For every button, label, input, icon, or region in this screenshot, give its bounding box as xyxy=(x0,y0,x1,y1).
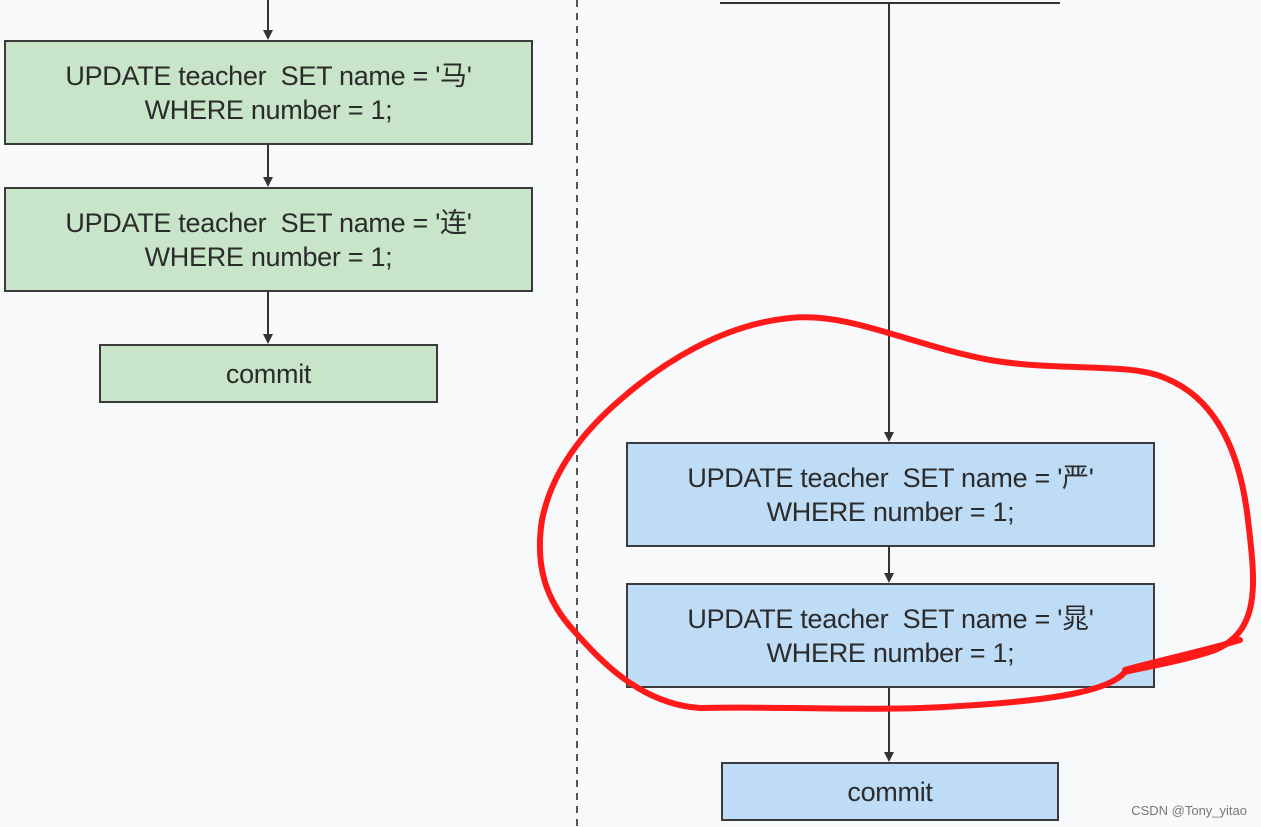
right-update-box-2: UPDATE teacher SET name = '晁' WHERE numb… xyxy=(626,583,1155,688)
left-commit-label: commit xyxy=(225,358,312,389)
left-update-1-line2: WHERE number = 1; xyxy=(144,94,393,125)
right-commit-label: commit xyxy=(847,776,933,807)
left-update-2-line1: UPDATE teacher SET name = '连' xyxy=(65,207,472,238)
right-update-2-line1: UPDATE teacher SET name = '晁' xyxy=(687,603,1094,634)
right-commit-box: commit xyxy=(721,762,1059,821)
left-update-box-2: UPDATE teacher SET name = '连' WHERE numb… xyxy=(4,187,533,292)
right-update-1-line2: WHERE number = 1; xyxy=(766,496,1015,527)
right-update-box-1: UPDATE teacher SET name = '严' WHERE numb… xyxy=(626,442,1155,547)
left-commit-box: commit xyxy=(99,344,438,403)
watermark: CSDN @Tony_yitao xyxy=(1131,803,1247,818)
left-update-1-line1: UPDATE teacher SET name = '马' xyxy=(65,60,472,91)
right-update-2-line2: WHERE number = 1; xyxy=(766,637,1015,668)
left-update-box-1: UPDATE teacher SET name = '马' WHERE numb… xyxy=(4,40,533,145)
right-update-1-line1: UPDATE teacher SET name = '严' xyxy=(687,462,1094,493)
left-update-2-line2: WHERE number = 1; xyxy=(144,241,393,272)
